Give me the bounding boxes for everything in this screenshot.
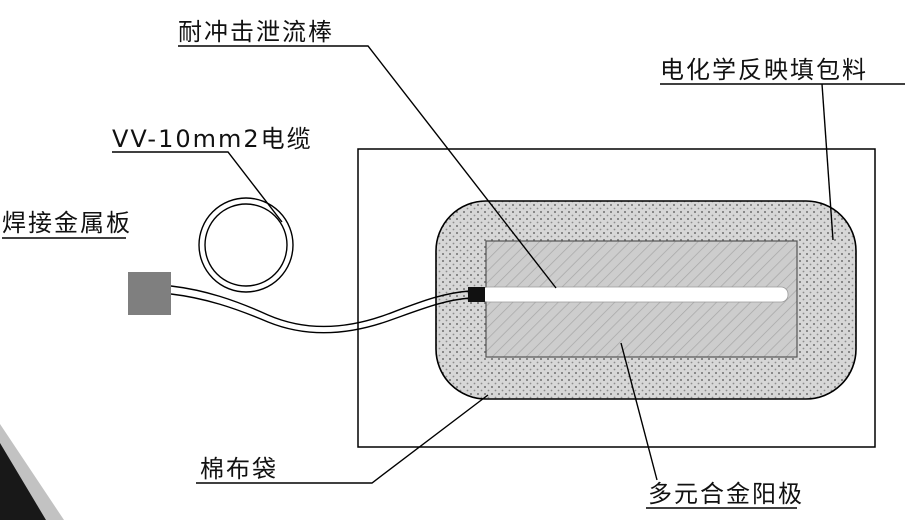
leader-anode bbox=[620, 342, 658, 481]
corner-photo-fragment-dark bbox=[0, 443, 46, 520]
cable-coil-outer bbox=[198, 197, 294, 293]
label-cotton-bag: 棉布袋 bbox=[200, 455, 278, 483]
cable-coil-inner bbox=[204, 203, 288, 287]
cable-wire-bottom bbox=[170, 293, 471, 334]
cable-wire-top bbox=[170, 285, 471, 328]
label-discharge-rod: 耐冲击泄流棒 bbox=[178, 18, 334, 46]
leader-cable bbox=[112, 151, 283, 223]
label-cable: VV-10mm2电缆 bbox=[112, 125, 313, 153]
leader-discharge-rod bbox=[178, 45, 557, 289]
discharge-rod bbox=[480, 286, 789, 303]
label-metal-plate: 焊接金属板 bbox=[2, 209, 132, 237]
cable-connector bbox=[468, 287, 485, 302]
label-filler: 电化学反映填包料 bbox=[660, 56, 868, 84]
leader-filler bbox=[821, 83, 834, 241]
metal-plate bbox=[128, 272, 171, 315]
label-anode: 多元合金阳极 bbox=[648, 480, 804, 508]
leader-cotton-bag bbox=[196, 394, 489, 484]
